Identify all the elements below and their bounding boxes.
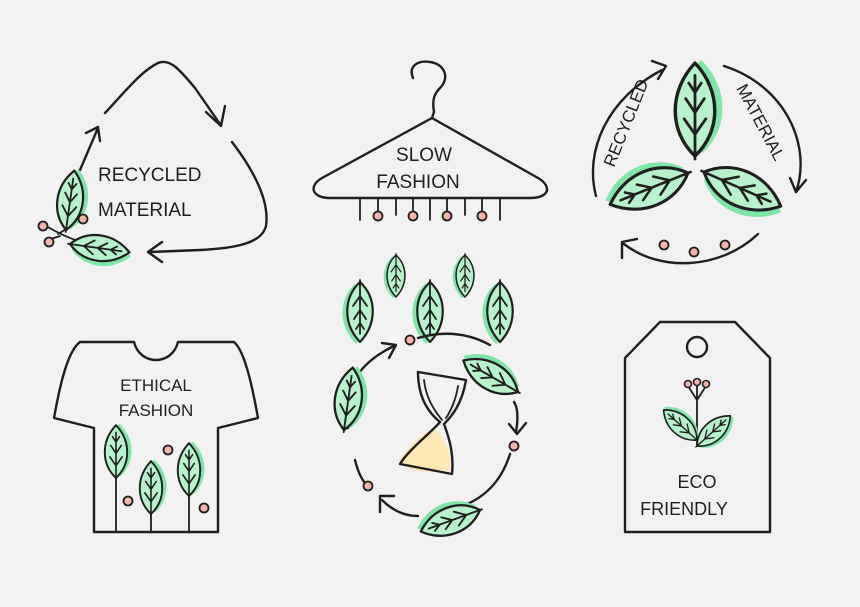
circle-arc — [416, 332, 492, 347]
berry-icon — [43, 236, 55, 248]
arc-text-left: RECYCLED — [600, 77, 652, 170]
berry-icon — [77, 213, 89, 225]
recycle-arc-top — [103, 60, 222, 126]
leaf-icon — [673, 58, 725, 161]
sprout-icon — [655, 377, 742, 458]
leaf-icon — [689, 153, 793, 232]
leaf-icon — [451, 252, 475, 300]
recycled-circle-badge: RECYCLED MATERIAL — [591, 58, 808, 265]
leaf-icon — [103, 422, 133, 481]
hourglass-badge — [329, 332, 531, 547]
leaf-branch — [37, 165, 135, 272]
berry-icon — [122, 495, 134, 507]
tag-hole-icon — [685, 335, 709, 359]
leaf-icon — [138, 458, 168, 517]
hourglass-icon — [398, 370, 468, 476]
badge-text-line1: SLOW — [396, 145, 452, 166]
recycle-arc-right — [722, 64, 802, 194]
ethical-fashion-badge: ETHICAL FASHION — [52, 340, 260, 534]
leaf-icon — [51, 165, 94, 236]
berry-icon — [37, 220, 49, 232]
badge-text-line1: ETHICAL — [120, 376, 192, 395]
berry-icon — [441, 210, 453, 222]
t-shirt-outline — [52, 340, 260, 534]
berry-icon — [198, 502, 210, 514]
price-tag-outline — [623, 320, 772, 534]
arc-text-right: MATERIAL — [732, 81, 788, 164]
arrowhead-icon — [650, 59, 668, 81]
badge-text-line1: RECYCLED — [98, 165, 201, 186]
hanger-hook-icon — [410, 60, 447, 120]
leaf-icon — [329, 362, 373, 436]
recycle-arc-right — [148, 140, 268, 254]
circle-arc — [512, 400, 519, 434]
arrowhead-icon — [84, 125, 102, 143]
hanging-leaves — [341, 197, 514, 346]
berry-icon — [658, 239, 670, 251]
arrowhead-icon — [204, 104, 227, 128]
plant-stems — [103, 422, 210, 533]
leaf-icon — [382, 252, 406, 300]
berry-icon — [372, 210, 384, 222]
badge-text-line1: ECO — [677, 472, 716, 492]
badge-text-line2: FASHION — [376, 172, 459, 193]
recycle-arc-left — [591, 68, 664, 198]
circle-arc — [353, 458, 368, 486]
badge-text-line2: MATERIAL — [98, 200, 192, 221]
berry-icon — [407, 210, 419, 222]
circle-arc — [380, 498, 420, 518]
berry-icon — [719, 239, 731, 251]
berry-icon — [362, 480, 374, 492]
berry-icon — [688, 246, 700, 258]
berry-icon — [476, 210, 488, 222]
arrowhead-icon — [507, 421, 528, 436]
eco-friendly-badge: ECO FRIENDLY — [623, 320, 772, 534]
badge-text-line2: FRIENDLY — [640, 499, 728, 519]
recycle-arc-bottom — [622, 232, 760, 265]
leaf-icon — [341, 278, 374, 346]
leaf-icon — [453, 342, 531, 406]
arrowhead-icon — [380, 341, 398, 360]
arrowhead-icon — [620, 237, 639, 260]
recycle-arc-left — [78, 126, 100, 172]
berry-icon — [508, 440, 520, 452]
berry-icon — [162, 444, 174, 456]
arrowhead-icon — [378, 494, 396, 514]
arrowhead-icon — [788, 176, 808, 194]
berry-icon — [404, 334, 416, 346]
slow-fashion-badge: SLOW FASHION — [312, 60, 549, 346]
recycled-material-badge: RECYCLED MATERIAL — [37, 60, 268, 272]
arrowhead-icon — [146, 240, 164, 264]
leaf-icon — [481, 278, 514, 346]
badge-text-line2: FASHION — [119, 401, 194, 420]
leaf-icon — [64, 229, 135, 272]
leaf-icon — [176, 440, 206, 499]
